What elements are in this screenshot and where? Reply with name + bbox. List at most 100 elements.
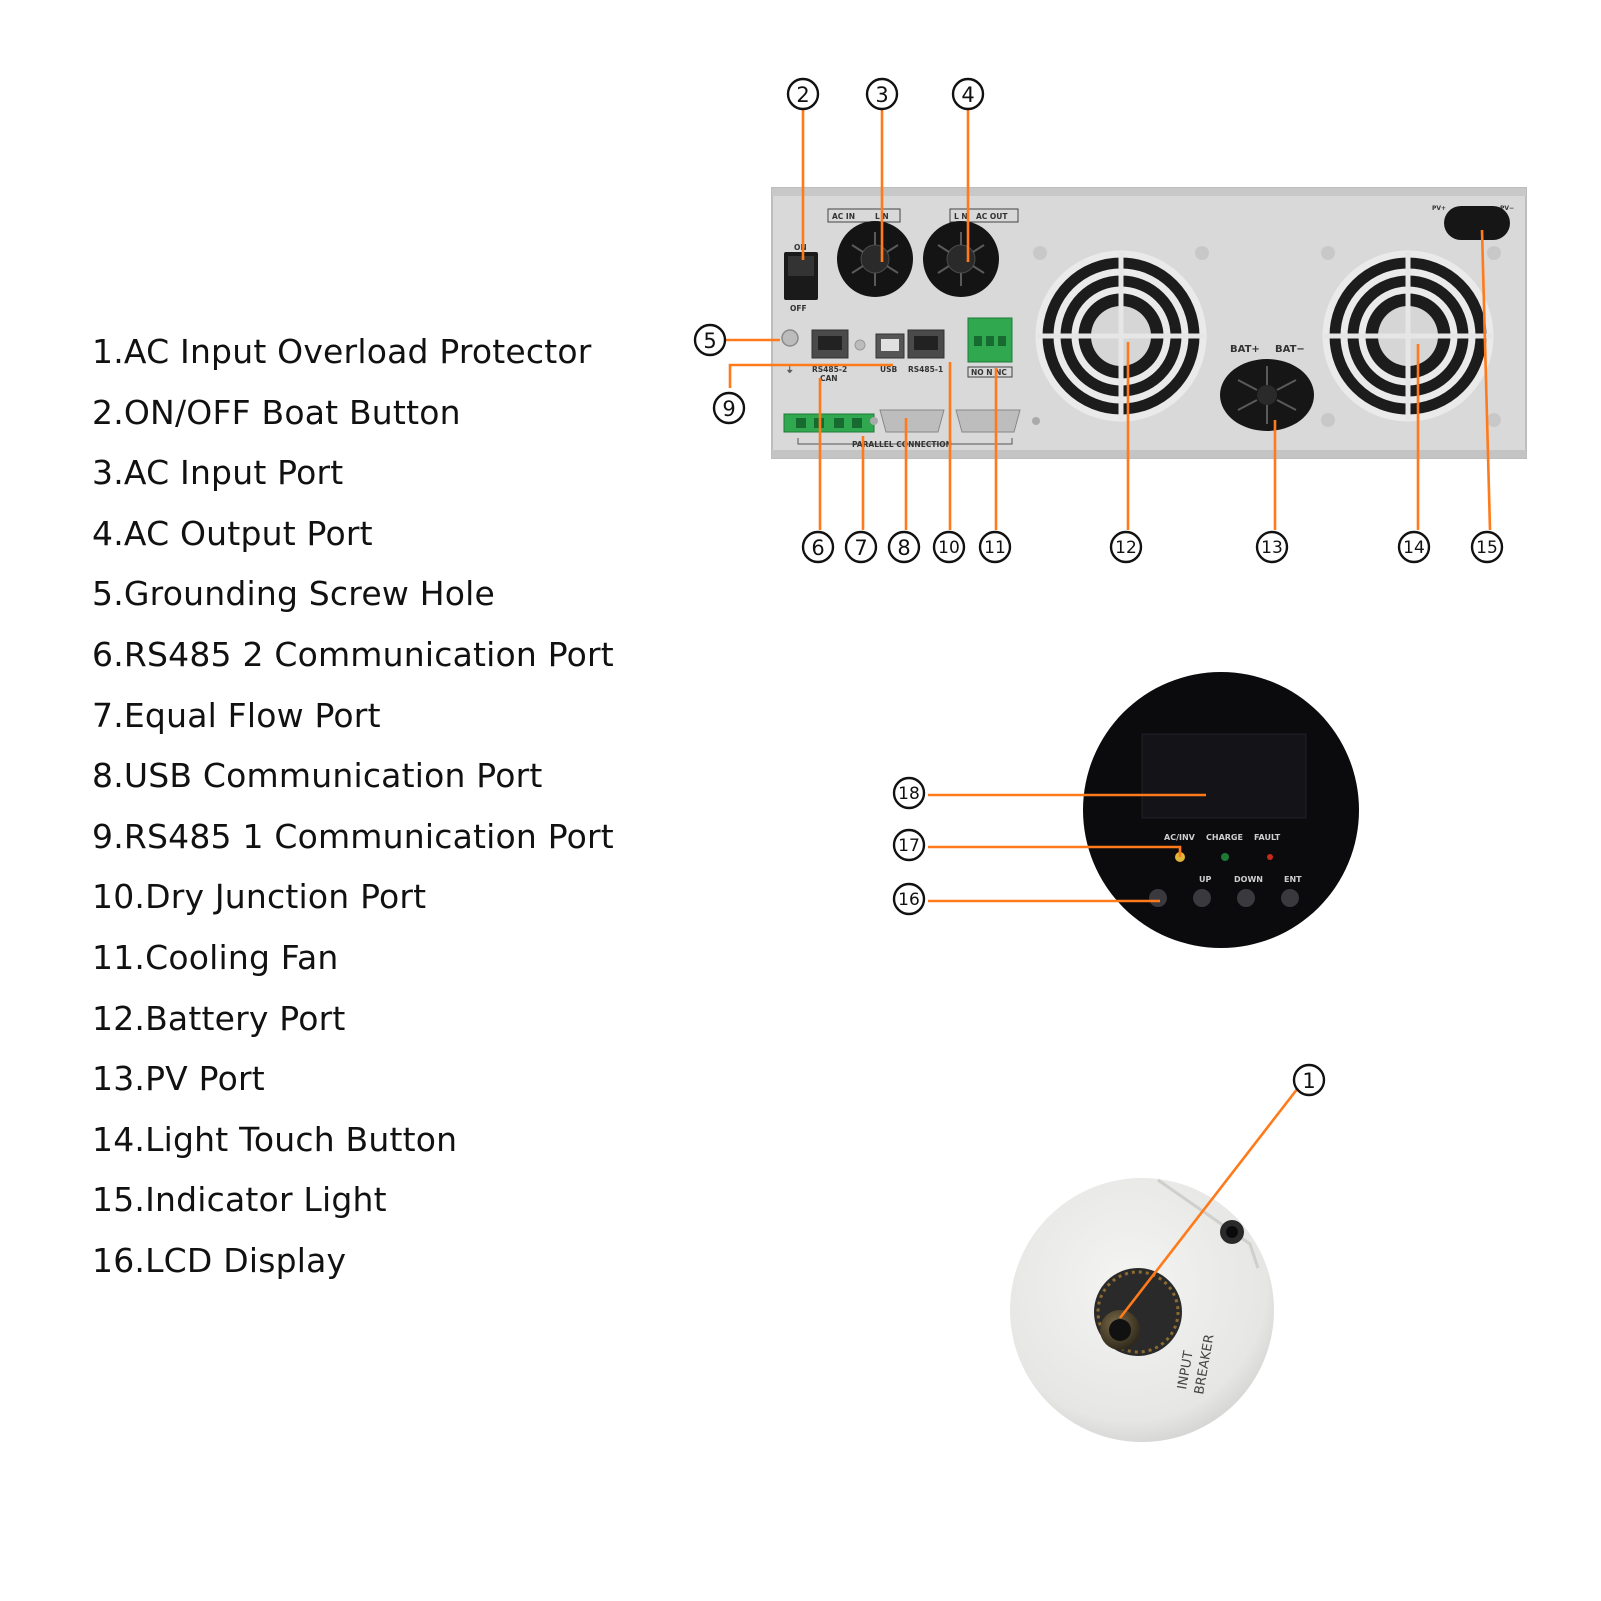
parallel-db9-port-a[interactable]	[879, 409, 945, 433]
down-button[interactable]	[1237, 889, 1255, 907]
callout-5: 5	[693, 323, 727, 357]
breaker-label-input: INPUT	[1175, 1350, 1197, 1391]
callout-12: 12	[1109, 530, 1143, 564]
svg-text:13: 13	[1261, 538, 1283, 558]
usb-label: USB	[880, 365, 897, 374]
svg-text:6: 6	[811, 536, 824, 560]
svg-text:10: 10	[938, 538, 960, 558]
ac-output-port[interactable]	[923, 221, 999, 297]
rs485-1-port[interactable]	[907, 329, 945, 359]
front-panel: AC/INV CHARGE FAULT UP DOWN ENT	[1083, 672, 1359, 948]
breaker-detail: INPUT BREAKER	[1010, 1178, 1274, 1442]
equal-flow-terminal[interactable]	[783, 413, 875, 433]
pv-plus-label: PV+	[1432, 205, 1446, 212]
btn-up-label: UP	[1199, 875, 1211, 884]
legend-item-2: 2.ON/OFF Boat Button	[92, 392, 461, 432]
svg-text:2: 2	[796, 83, 809, 107]
rear-chassis: AC IN L N L N AC OUT ON OFF ⏚	[771, 187, 1527, 459]
usb-port[interactable]	[875, 333, 905, 359]
callout-17: 17	[892, 828, 926, 862]
dry-junction-terminal[interactable]	[967, 317, 1013, 363]
svg-text:15: 15	[1476, 538, 1498, 558]
callout-1: 1	[1292, 1063, 1326, 1097]
ac-in-label: AC IN	[832, 212, 855, 221]
legend-item-5: 5.Grounding Screw Hole	[92, 574, 495, 614]
battery-port[interactable]	[1220, 359, 1314, 431]
rs485-2-port[interactable]	[811, 329, 849, 359]
legend-item-16: 16.LCD Display	[92, 1240, 347, 1280]
lcd-display	[1141, 733, 1307, 819]
pv-minus-label: PV−	[1500, 205, 1514, 212]
svg-text:16: 16	[898, 890, 920, 910]
leader-lines	[724, 108, 1492, 1319]
legend-item-15: 15.Indicator Light	[92, 1180, 387, 1220]
ground-symbol: ⏚	[786, 365, 794, 374]
rs485-2-label: RS485-2	[812, 365, 847, 374]
ac-out-label: AC OUT	[976, 212, 1008, 221]
callout-6: 6	[801, 530, 835, 564]
callout-10: 10	[932, 530, 966, 564]
component-legend: 1.AC Input Overload Protector 2.ON/OFF B…	[92, 322, 614, 1292]
bat-plus-label: BAT+	[1230, 344, 1260, 355]
ac-out-ln-label: L N	[954, 212, 968, 221]
dry-contact-label: NO N NC	[971, 368, 1007, 377]
svg-text:18: 18	[898, 784, 920, 804]
callout-9: 9	[712, 391, 746, 425]
callout-13: 13	[1255, 530, 1289, 564]
cooling-fan-right	[1321, 246, 1501, 427]
callout-markers: 2 3 4 5 9 6 7 8 10 11 12 13 14 15 18 17 …	[693, 77, 1504, 1097]
switch-off-label: OFF	[790, 304, 807, 313]
led-charge	[1221, 853, 1229, 861]
rs485-1-label: RS485-1	[908, 365, 943, 374]
parallel-connection-label: PARALLEL CONNECTION	[852, 440, 952, 449]
svg-text:11: 11	[984, 538, 1006, 558]
callout-18: 18	[892, 776, 926, 810]
legend-item-13: 13.PV Port	[92, 1059, 265, 1099]
on-off-switch[interactable]	[784, 252, 818, 300]
svg-text:8: 8	[897, 536, 910, 560]
parallel-db9-port-b[interactable]	[955, 409, 1021, 433]
svg-text:1: 1	[1302, 1069, 1315, 1093]
legend-item-8: 8.USB Communication Port	[92, 756, 543, 796]
enter-button[interactable]	[1281, 889, 1299, 907]
svg-text:7: 7	[854, 536, 867, 560]
up-button[interactable]	[1193, 889, 1211, 907]
svg-text:12: 12	[1115, 538, 1137, 558]
callout-15: 15	[1470, 530, 1504, 564]
led-charge-label: CHARGE	[1206, 833, 1243, 842]
svg-text:9: 9	[722, 397, 735, 421]
bat-minus-label: BAT−	[1275, 344, 1305, 355]
led-fault	[1267, 854, 1273, 860]
legend-item-11: 11.Cooling Fan	[92, 937, 339, 977]
panel-button-1[interactable]	[1149, 889, 1167, 907]
legend-item-6: 6.RS485 2 Communication Port	[92, 634, 614, 674]
callout-8: 8	[887, 530, 921, 564]
can-label: CAN	[820, 374, 838, 383]
grounding-screw[interactable]	[781, 329, 799, 347]
callout-3: 3	[865, 77, 899, 111]
svg-text:5: 5	[703, 329, 716, 353]
callout-4: 4	[951, 77, 985, 111]
callout-7: 7	[844, 530, 878, 564]
callout-2: 2	[786, 77, 820, 111]
svg-text:17: 17	[898, 836, 920, 856]
led-ac-inv-label: AC/INV	[1164, 833, 1196, 842]
cooling-fan-left	[1033, 246, 1209, 422]
legend-item-7: 7.Equal Flow Port	[92, 695, 381, 735]
callout-11: 11	[978, 530, 1012, 564]
svg-text:3: 3	[875, 83, 888, 107]
ac-input-port[interactable]	[837, 221, 913, 297]
callout-16: 16	[892, 882, 926, 916]
legend-item-3: 3.AC Input Port	[92, 453, 344, 493]
legend-item-14: 14.Light Touch Button	[92, 1119, 458, 1159]
legend-item-10: 10.Dry Junction Port	[92, 877, 427, 917]
legend-item-1: 1.AC Input Overload Protector	[92, 332, 592, 371]
pv-port[interactable]	[1444, 206, 1510, 240]
led-fault-label: FAULT	[1254, 833, 1281, 842]
callout-14: 14	[1397, 530, 1431, 564]
svg-text:4: 4	[961, 83, 974, 107]
legend-item-4: 4.AC Output Port	[92, 513, 373, 553]
legend-item-12: 12.Battery Port	[92, 998, 346, 1038]
btn-down-label: DOWN	[1234, 875, 1263, 884]
